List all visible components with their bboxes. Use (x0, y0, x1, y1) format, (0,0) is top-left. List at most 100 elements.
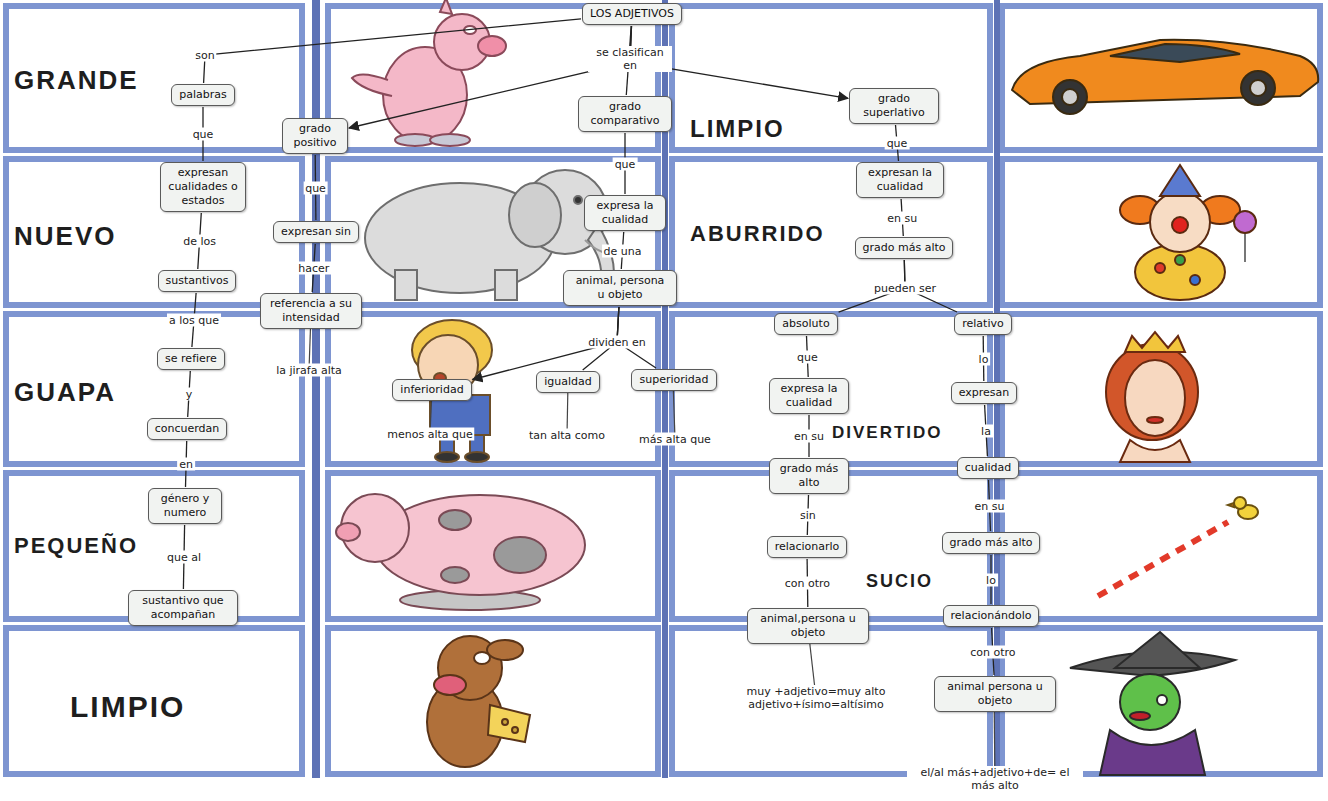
linking-phrase: que (795, 350, 820, 363)
example-note: la jirafa alta (274, 364, 344, 377)
queen-picture (1125, 332, 1185, 352)
concept-text: expresan cualidades o estados (168, 166, 238, 208)
concept-box: relativo (954, 313, 1011, 335)
concept-box: inferioridad (392, 379, 471, 401)
concept-box: LOS ADJETIVOS (582, 3, 682, 25)
card-word: LIMPIO (70, 690, 185, 723)
elephant-picture (574, 196, 582, 204)
linking-phrase: hacer (296, 262, 331, 275)
concept-text: grado más alto (863, 241, 946, 255)
linking-phrase: con otro (783, 577, 832, 590)
concept-box: sustantivo que acompañan (128, 590, 238, 626)
card-word: DIVERTIDO (832, 424, 943, 443)
clown-picture (1244, 230, 1246, 262)
spotted-pig-picture (336, 494, 585, 610)
linking-phrase: que (191, 128, 216, 141)
card-gaps (312, 0, 320, 778)
concept-text: cualidad (965, 461, 1012, 475)
concept-text: grado más alto (950, 536, 1033, 550)
flash-cards (1002, 159, 1320, 305)
concept-text: grado superlativo (857, 92, 931, 120)
queen-picture (1125, 360, 1185, 436)
kid-picture (435, 452, 459, 462)
linking-phrase: dividen en (586, 336, 648, 349)
witch-picture (1070, 632, 1235, 775)
clown-picture (1234, 211, 1256, 233)
flash-cards (1002, 314, 1320, 464)
pig-picture (430, 134, 470, 146)
example-note: más alta que (637, 433, 713, 446)
concept-box: animal persona u objeto (934, 676, 1056, 712)
witch-picture (1130, 712, 1150, 720)
duck-picture (1228, 497, 1258, 519)
example-note: el/al más+adjetivo+de= el más alto (907, 766, 1083, 792)
linking-phrase: de los (181, 235, 218, 248)
clown-picture (1120, 165, 1256, 300)
concept-box: expresan cualidades o estados (160, 162, 246, 212)
car-picture (1250, 80, 1266, 96)
concept-text: se refiere (165, 352, 217, 366)
linking-phrase: se clasifican en (588, 46, 672, 72)
spotted-pig-picture (336, 523, 360, 541)
flash-cards (672, 6, 990, 150)
flash-cards (6, 6, 302, 150)
witch-picture (1120, 674, 1180, 730)
queen-picture (1106, 344, 1198, 440)
linking-phrase: a los que (167, 314, 221, 327)
concept-box: igualdad (536, 371, 600, 393)
flash-cards (6, 628, 302, 774)
card-word: ABURRIDO (690, 222, 825, 246)
card-word: PEQUEÑO (14, 534, 138, 558)
concept-text: sustantivo que acompañan (136, 594, 230, 622)
flash-cards (328, 314, 658, 464)
example-note: tan alta como (527, 429, 607, 442)
concept-box: expresa la cualidad (769, 378, 849, 414)
concept-text: expresan (959, 386, 1010, 400)
linking-phrase: en su (885, 211, 919, 224)
spotted-pig-picture (494, 537, 546, 573)
concept-box: palabras (171, 84, 235, 106)
linking-phrase: de una (602, 244, 644, 257)
leader-lines (309, 313, 995, 779)
car-picture (1012, 40, 1318, 114)
pig-picture (352, 74, 392, 96)
clown-picture (1172, 217, 1188, 233)
car-picture (1241, 71, 1275, 105)
concept-text: absoluto (782, 317, 829, 331)
witch-picture (1100, 730, 1205, 775)
linking-phrase: en (177, 458, 195, 471)
concept-box: concuerdan (147, 418, 228, 440)
example-note: menos alta que (385, 428, 474, 441)
concept-text: sustantivos (166, 274, 229, 288)
flash-cards (1002, 473, 1320, 619)
linking-phrase: son (193, 49, 216, 62)
concept-text: palabras (179, 88, 227, 102)
clown-picture (1190, 275, 1200, 285)
concept-box: relacionarlo (767, 536, 848, 558)
dog-picture (502, 719, 508, 725)
spotted-pig-picture (441, 567, 469, 583)
duck-picture (1228, 503, 1234, 507)
concept-text: animal persona u objeto (942, 680, 1048, 708)
example-note: muy +adjetivo=muy alto adjetivo+ísimo=al… (728, 685, 904, 711)
flash-cards (6, 159, 302, 305)
concept-box: grado más alto (855, 237, 954, 259)
pig-picture (352, 0, 506, 146)
linking-phrase: lo (977, 352, 991, 365)
concept-box: grado comparativo (578, 96, 672, 132)
concept-box: expresan sin (273, 221, 359, 243)
concept-box: animal, persona u objeto (563, 270, 677, 306)
linking-phrase: con otro (968, 645, 1017, 658)
spotted-pig-picture (375, 495, 585, 595)
concept-box: grado positivo (282, 118, 348, 154)
flash-cards (328, 628, 658, 774)
concept-text: grado más alto (777, 462, 841, 490)
concept-box: expresan la cualidad (856, 162, 944, 198)
flash-cards (672, 314, 990, 464)
dog-picture (427, 636, 530, 767)
linking-phrase: y (184, 388, 195, 401)
dog-picture (488, 705, 530, 742)
concept-text: relacionándolo (951, 609, 1032, 623)
dashed-red-arrow (1098, 522, 1228, 596)
linking-phrase: que (613, 157, 638, 170)
